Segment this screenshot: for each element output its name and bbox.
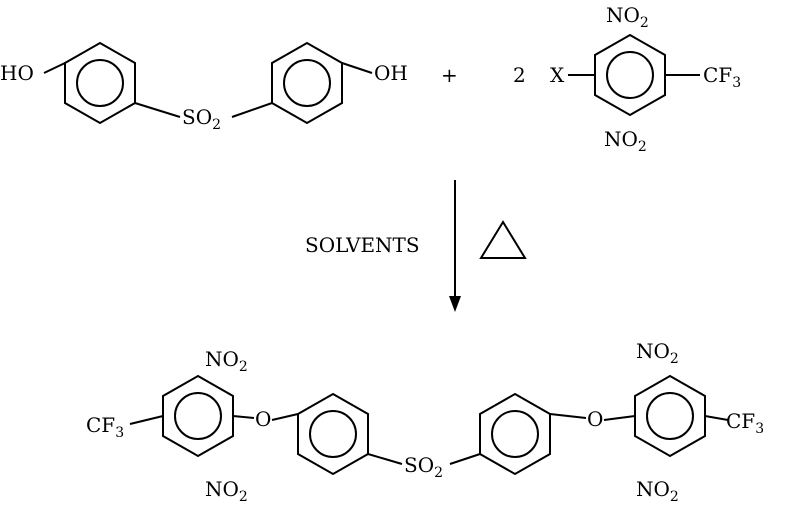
trifluoromethyl-label: CF3 — [726, 409, 764, 437]
hydroxyl-label: HO — [0, 61, 34, 85]
aromatic-circle — [491, 410, 539, 458]
benzene-ring — [594, 33, 666, 117]
benzene-ring — [64, 41, 136, 125]
aromatic-circle — [76, 59, 124, 107]
bis-ether-product-molecule: CF3 NO2 NO2 O SO2 O NO2 NO2 CF3 — [86, 339, 764, 505]
nitro-label: NO2 — [636, 339, 679, 367]
sulfonyl-label: SO2 — [404, 453, 443, 481]
bond — [449, 453, 481, 465]
bond — [134, 102, 181, 118]
heat-triangle-icon — [479, 220, 527, 259]
aromatic-circle — [283, 59, 331, 107]
trifluoromethyl-label: CF3 — [703, 63, 741, 91]
nitro-label: NO2 — [205, 477, 248, 505]
arrow-head — [449, 296, 461, 312]
stoichiometric-coefficient: 2 — [513, 63, 526, 87]
aromatic-circle — [309, 410, 357, 458]
bond — [271, 413, 299, 421]
benzene-ring — [162, 374, 234, 458]
ether-oxygen-label: O — [255, 407, 271, 431]
benzene-ring — [297, 392, 369, 476]
bond — [367, 453, 403, 465]
bond — [341, 62, 373, 74]
bond — [231, 102, 273, 118]
benzene-ring — [634, 374, 706, 458]
hydroxyl-label: OH — [374, 61, 408, 85]
dinitro-trifluoromethylbenzene-molecule: X NO2 CF3 NO2 — [550, 3, 741, 155]
reaction-arrow: SOLVENTS — [305, 180, 527, 312]
bisphenol-s-molecule: HO SO2 OH — [0, 41, 408, 133]
bond — [549, 413, 587, 419]
bond — [129, 415, 164, 425]
sulfonyl-label: SO2 — [182, 105, 221, 133]
bond — [603, 415, 636, 421]
trifluoromethyl-label: CF3 — [86, 413, 124, 441]
aromatic-circle — [646, 392, 694, 440]
aromatic-circle — [174, 392, 222, 440]
nitro-label: NO2 — [205, 347, 248, 375]
benzene-ring — [271, 41, 343, 125]
nitro-label: NO2 — [604, 127, 647, 155]
bond — [232, 415, 255, 419]
leaving-group-label: X — [550, 63, 565, 87]
ether-oxygen-label: O — [587, 407, 603, 431]
bond — [43, 62, 66, 74]
plus-sign: + — [441, 63, 458, 87]
nitro-label: NO2 — [606, 3, 649, 31]
conditions-label: SOLVENTS — [305, 233, 420, 257]
nitro-label: NO2 — [636, 477, 679, 505]
aromatic-circle — [606, 51, 654, 99]
benzene-ring — [479, 392, 551, 476]
bond — [704, 415, 729, 421]
